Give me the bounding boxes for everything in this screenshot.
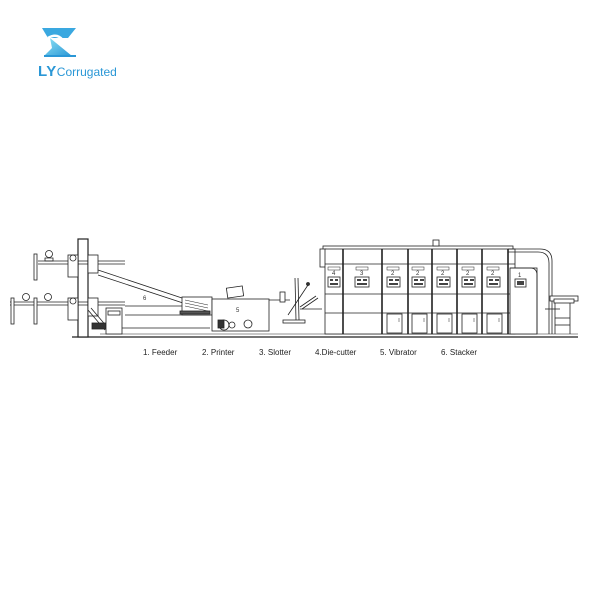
logo-brand-short: LY xyxy=(38,63,57,80)
logo-brand-long: Corrugated xyxy=(56,65,117,79)
machine-legend: 1. Feeder 2. Printer 3. Slotter 4.Die-cu… xyxy=(0,348,600,362)
callout-6: 6 xyxy=(143,296,147,302)
vibrator-unit: 5 xyxy=(211,285,290,332)
delivery-section xyxy=(545,295,579,334)
feeder-arms xyxy=(279,277,322,324)
legend-die-cutter: 4.Die-cutter xyxy=(315,348,357,357)
company-logo: LYCorrugated xyxy=(38,26,148,86)
legend-printer: 2. Printer xyxy=(202,348,235,357)
legend-stacker: 6. Stacker xyxy=(441,348,478,357)
logo-text: LYCorrugated xyxy=(38,63,117,81)
unit-number-6: 2 xyxy=(466,271,470,277)
unit-number-1: 4 xyxy=(332,271,336,277)
unit-number-4: 2 xyxy=(416,271,420,277)
stacker-conveyor: 6 xyxy=(97,269,213,335)
legend-slotter: 3. Slotter xyxy=(259,348,292,357)
legend-vibrator: 5. Vibrator xyxy=(380,348,417,357)
unit-number-3: 2 xyxy=(391,271,395,277)
unit-number-7: 2 xyxy=(491,271,495,277)
printer-slotter-housing: 4 3 2 2 2 2 2 xyxy=(319,239,516,335)
unit-number-8: 1 xyxy=(518,273,522,279)
die-cutter-unit: 1 xyxy=(508,248,553,335)
legend-feeder: 1. Feeder xyxy=(143,348,178,357)
unit-number-2: 3 xyxy=(360,271,364,277)
logo-mark-icon xyxy=(42,28,79,57)
unit-number-5: 2 xyxy=(441,271,445,277)
reel-stand xyxy=(10,238,125,338)
callout-5: 5 xyxy=(236,308,240,314)
